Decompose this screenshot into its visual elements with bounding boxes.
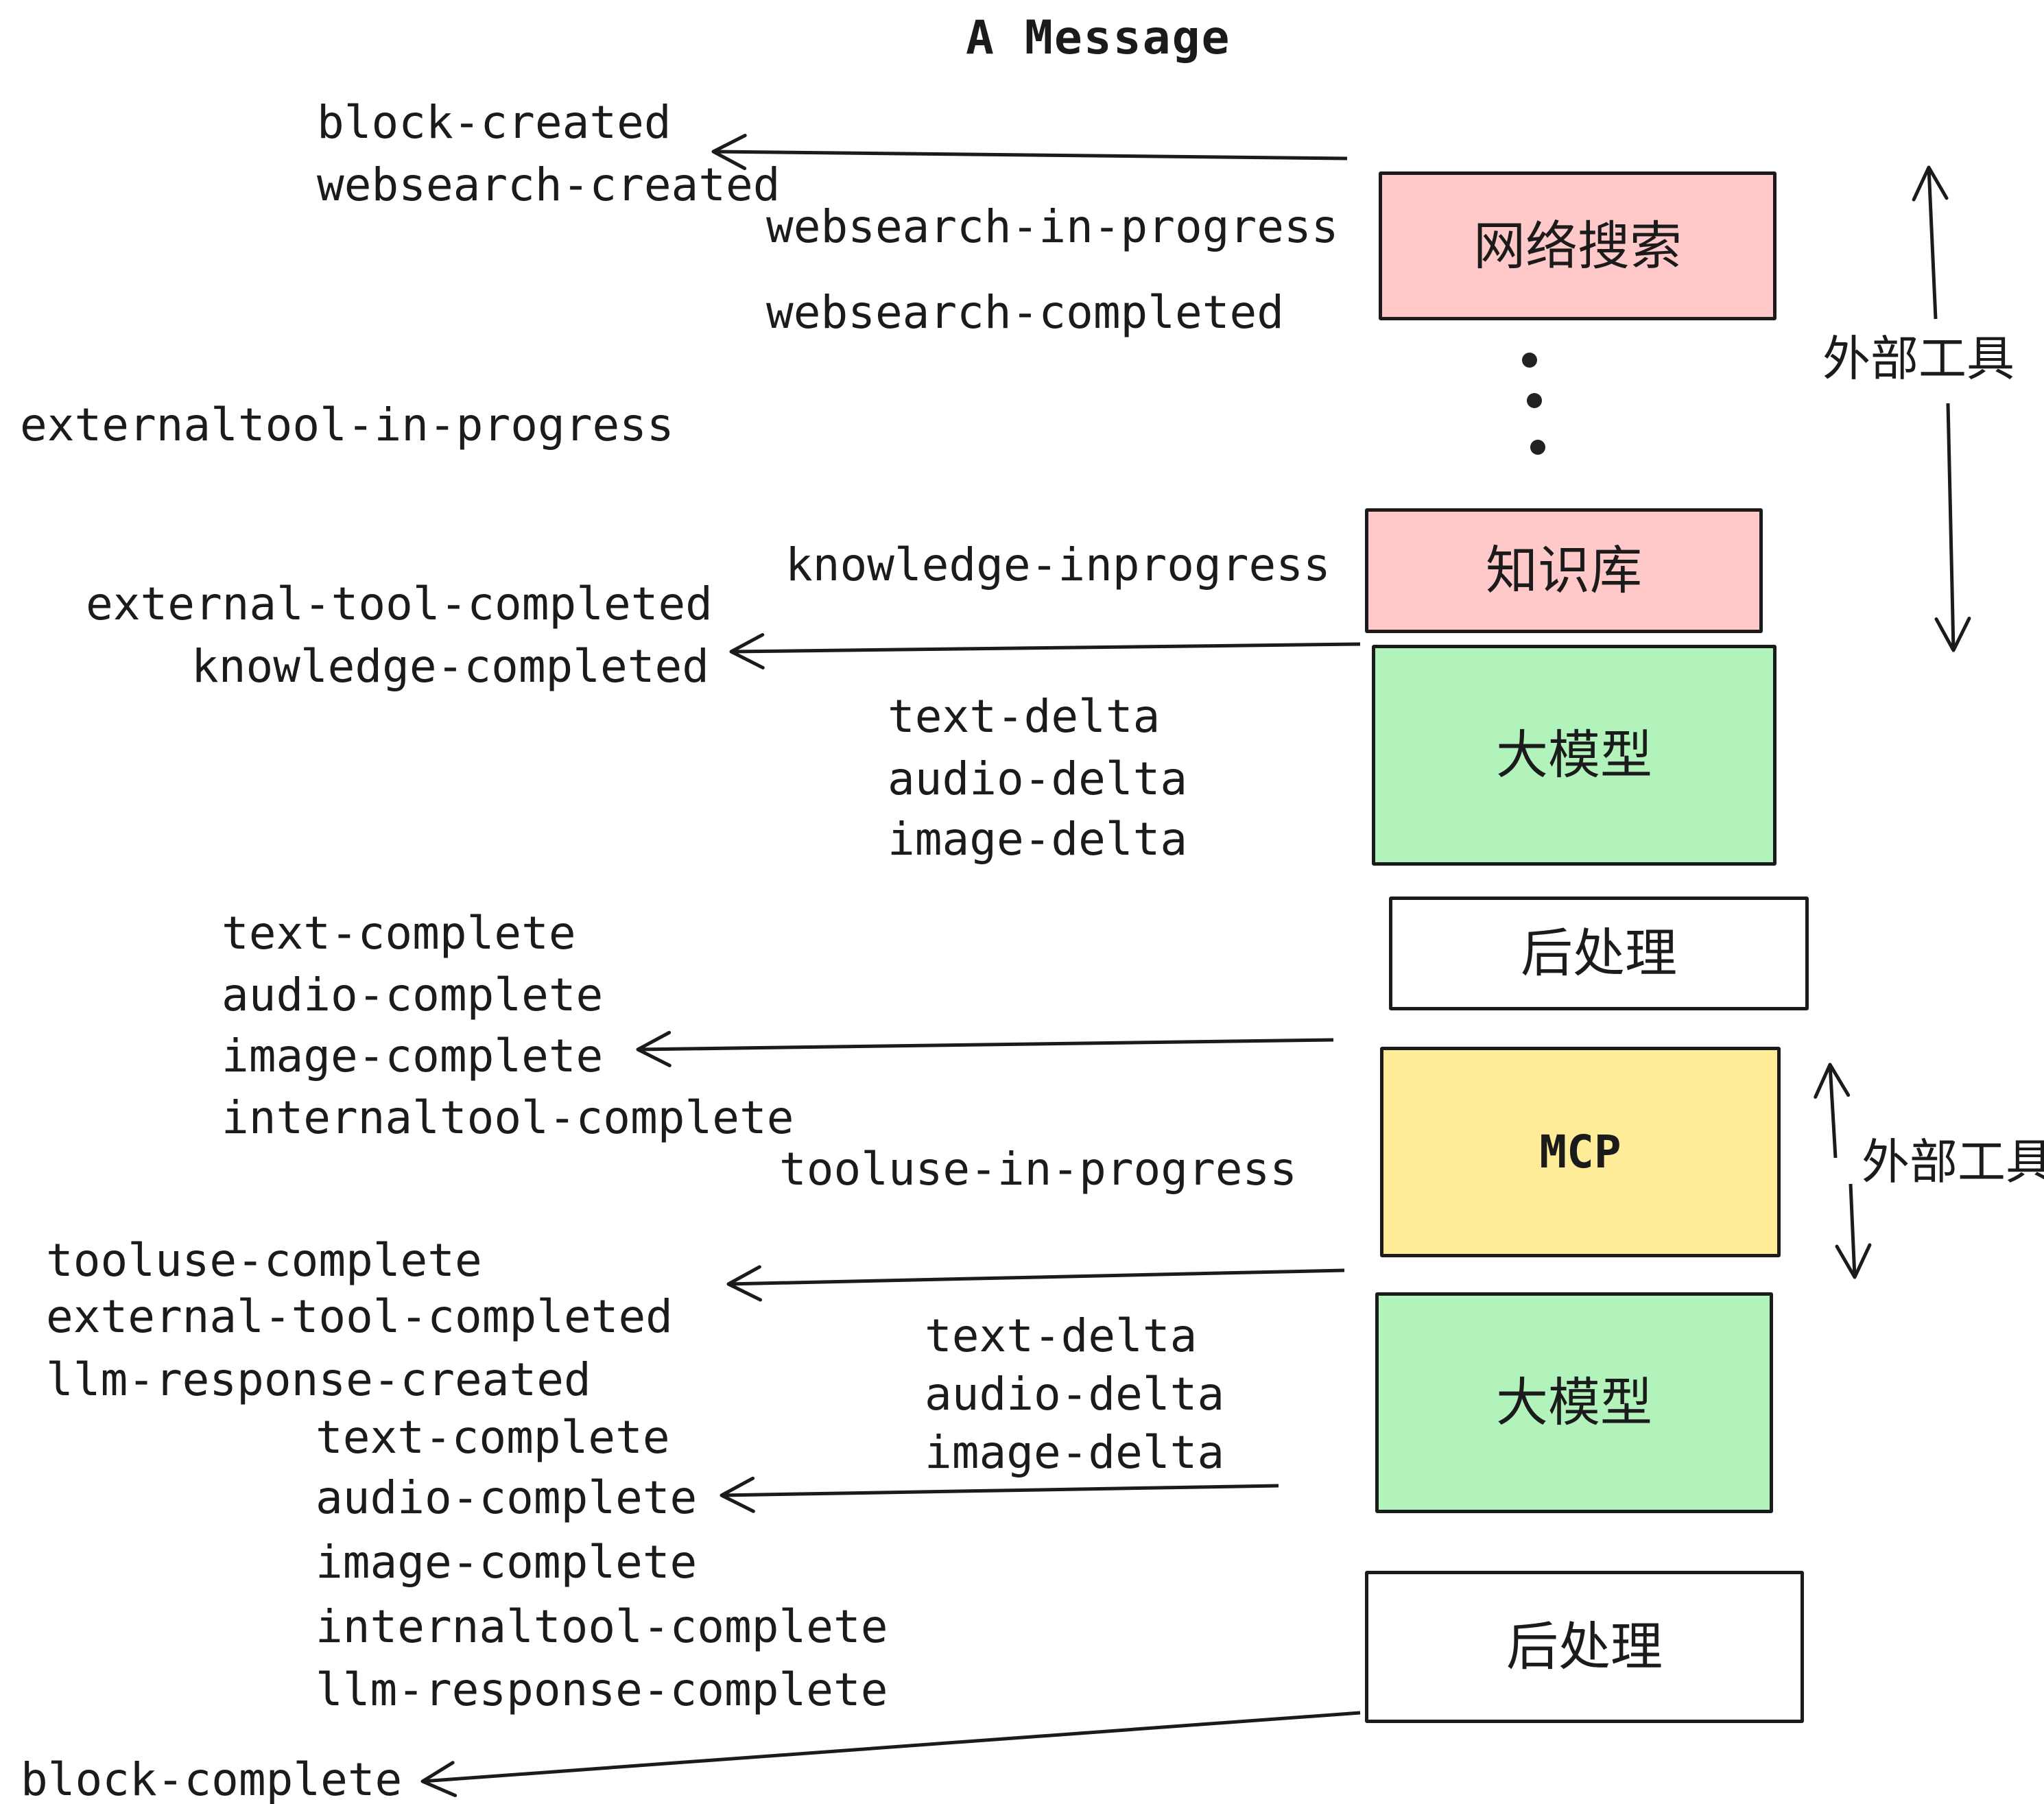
event-text-complete-1: text-complete: [222, 907, 576, 960]
node-llm-2-label: 大模型: [1496, 1372, 1652, 1433]
arrow-block-complete: [420, 1711, 1361, 1798]
event-knowledge-inprogress: knowledge-inprogress: [785, 538, 1331, 591]
page-title: A Message: [966, 11, 1231, 65]
event-websearch-completed: websearch-completed: [766, 286, 1284, 339]
node-postprocess-1: 后处理: [1389, 897, 1809, 1010]
event-external-tool-completed-2: external-tool-completed: [46, 1290, 673, 1343]
node-postprocess-1-label: 后处理: [1521, 923, 1677, 984]
node-knowledge: 知识库: [1365, 508, 1763, 633]
event-text-complete-2: text-complete: [316, 1411, 670, 1464]
node-llm-1: 大模型: [1372, 645, 1776, 866]
event-block-created: block-created: [317, 96, 672, 149]
arrow-image-complete: [636, 1030, 1334, 1067]
event-text-delta-2: text-delta: [925, 1309, 1198, 1362]
event-image-delta-1: image-delta: [888, 813, 1188, 866]
event-internaltool-complete-1: internaltool-complete: [222, 1091, 794, 1144]
arrow-external-tools-up: [1912, 165, 1949, 320]
node-postprocess-2: 后处理: [1365, 1571, 1804, 1723]
arrow-tooluse-complete: [726, 1265, 1345, 1302]
external-tools-label-bottom: 外部工具: [1862, 1134, 2044, 1190]
event-audio-delta-2: audio-delta: [925, 1368, 1225, 1421]
arrow-mcp-external-up: [1814, 1063, 1851, 1159]
event-image-complete-1: image-complete: [222, 1030, 604, 1082]
event-llm-response-created: llm-response-created: [46, 1353, 591, 1406]
event-internaltool-complete-2: internaltool-complete: [316, 1600, 888, 1653]
event-externaltool-in-progress: externaltool-in-progress: [20, 399, 674, 451]
event-block-complete: block-complete: [21, 1753, 403, 1804]
event-audio-complete-2: audio-complete: [316, 1471, 698, 1524]
arrow-audio-complete: [720, 1476, 1279, 1513]
arrow-external-tools-down: [1934, 403, 1971, 652]
node-websearch: 网络搜索: [1379, 171, 1776, 320]
event-audio-delta-1: audio-delta: [888, 752, 1188, 805]
node-llm-1-label: 大模型: [1496, 724, 1652, 785]
event-tooluse-complete: tooluse-complete: [46, 1234, 482, 1287]
event-websearch-created: websearch-created: [317, 158, 781, 211]
node-websearch-label: 网络搜索: [1473, 215, 1682, 276]
event-knowledge-completed: knowledge-completed: [191, 640, 709, 693]
node-postprocess-2-label: 后处理: [1506, 1616, 1663, 1677]
event-tooluse-in-progress: tooluse-in-progress: [779, 1143, 1297, 1196]
event-audio-complete-1: audio-complete: [222, 969, 604, 1021]
arrow-block-created: [711, 133, 1348, 170]
node-mcp: MCP: [1380, 1047, 1781, 1257]
node-mcp-label: MCP: [1539, 1125, 1621, 1178]
external-tools-label-top: 外部工具: [1822, 331, 2015, 387]
ellipsis-dots: [1522, 353, 1545, 455]
node-knowledge-label: 知识库: [1486, 540, 1642, 601]
event-llm-response-complete: llm-response-complete: [316, 1663, 888, 1716]
node-llm-2: 大模型: [1375, 1292, 1773, 1513]
event-external-tool-completed: external-tool-completed: [86, 578, 713, 630]
event-image-delta-2: image-delta: [925, 1426, 1225, 1479]
event-text-delta-1: text-delta: [888, 690, 1161, 743]
event-image-complete-2: image-complete: [316, 1536, 698, 1589]
arrow-mcp-external-down: [1835, 1183, 1872, 1279]
event-websearch-in-progress: websearch-in-progress: [766, 200, 1339, 253]
arrow-knowledge-completed: [729, 632, 1361, 669]
